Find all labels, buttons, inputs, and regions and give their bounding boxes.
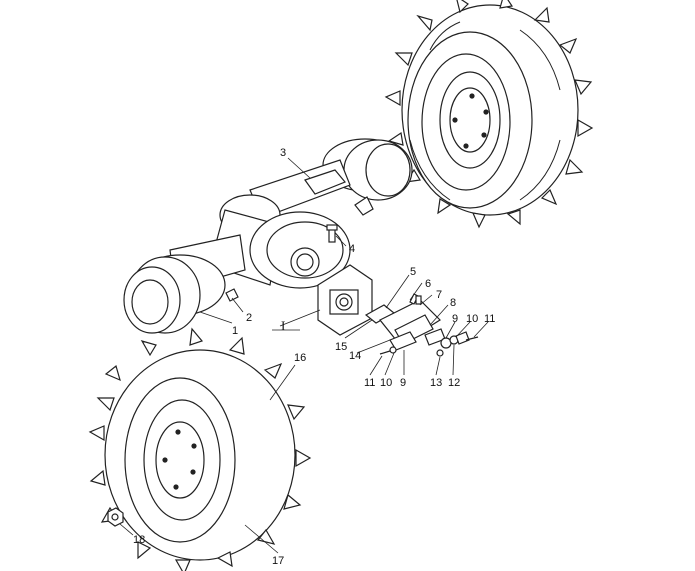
callout-10-bottom: 10 — [380, 377, 392, 389]
callout-2: 2 — [246, 312, 252, 324]
callout-3: 3 — [280, 147, 286, 159]
callout-11-bottom: 11 — [364, 377, 375, 389]
callout-13: 13 — [430, 377, 442, 389]
callout-18: 18 — [133, 534, 145, 546]
callout-9-top: 9 — [452, 313, 458, 325]
callout-labels: 1 2 3 4 5 6 7 8 9 10 11 14 15 11 10 9 13… — [133, 147, 495, 567]
callout-6: 6 — [425, 278, 431, 290]
callout-10-top: 10 — [466, 313, 478, 325]
gear-housing — [317, 264, 373, 336]
callout-8: 8 — [450, 297, 456, 309]
axle-housing — [123, 138, 413, 334]
tire-upper-right — [384, 0, 594, 229]
callout-4: 4 — [349, 243, 355, 255]
callout-15: 15 — [335, 341, 347, 353]
callout-11-top: 11 — [484, 313, 495, 325]
callout-17: 17 — [272, 555, 284, 567]
callout-9-bottom: 9 — [400, 377, 406, 389]
bolt-4 — [326, 224, 338, 243]
callout-14: 14 — [349, 350, 361, 362]
callout-7: 7 — [436, 289, 442, 301]
callout-1: 1 — [232, 325, 238, 337]
leader-lines — [119, 157, 489, 554]
callout-5: 5 — [410, 266, 416, 278]
tire-lower-left — [88, 327, 312, 571]
callout-12: 12 — [448, 377, 460, 389]
nut-18 — [107, 507, 124, 527]
bolt-2 — [225, 288, 239, 302]
view-marker-I: I — [281, 318, 285, 333]
callout-16: 16 — [294, 352, 306, 364]
pump-assembly — [364, 293, 479, 357]
